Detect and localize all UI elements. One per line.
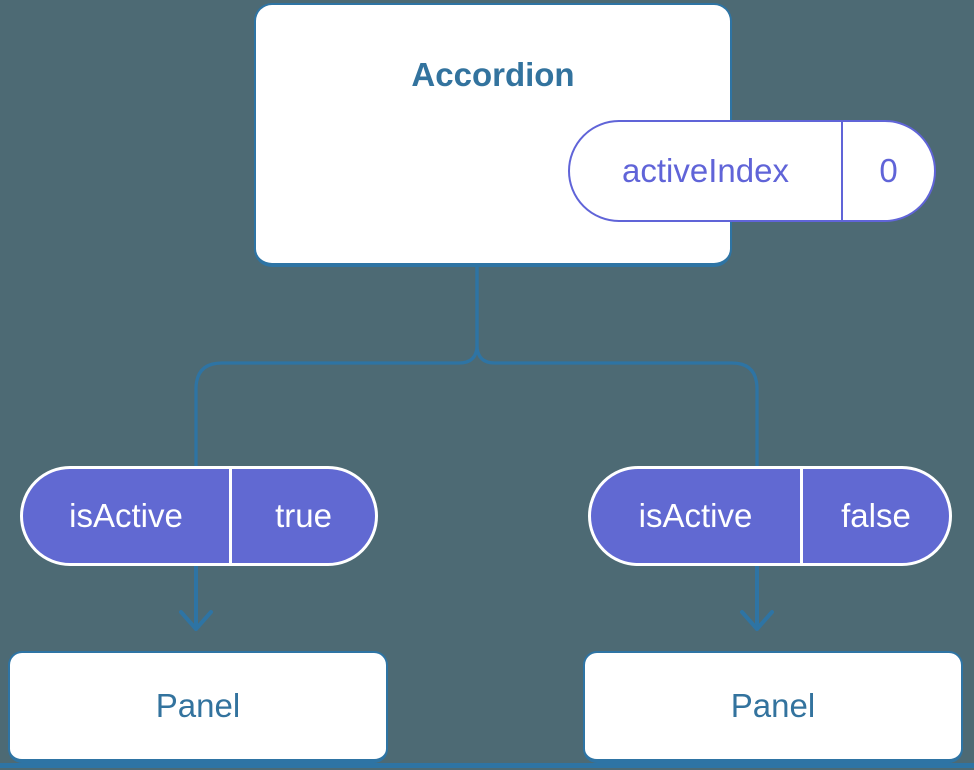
prop-name: isActive xyxy=(591,469,803,563)
panel-label: Panel xyxy=(730,687,816,724)
prop-value: true xyxy=(275,497,332,534)
accordion-title: Accordion xyxy=(411,56,575,93)
state-name: activeIndex xyxy=(570,122,843,220)
prop-value: false xyxy=(841,497,911,534)
panel-card-left: Panel xyxy=(8,651,388,763)
arrow-down-right-icon xyxy=(740,564,774,631)
prop-pill-isactive-false: isActive false xyxy=(588,466,952,566)
prop-pill-isactive-true: isActive true xyxy=(20,466,378,566)
panel-card-right: Panel xyxy=(583,651,963,763)
accordion-card: Accordion activeIndex 0 xyxy=(254,3,936,267)
prop-name: isActive xyxy=(23,469,232,563)
state-value: 0 xyxy=(879,152,898,189)
branch-left-line xyxy=(194,267,479,467)
branch-right-line xyxy=(475,267,759,467)
panel-label: Panel xyxy=(155,687,241,724)
arrow-down-left-icon xyxy=(179,564,213,631)
bottom-divider xyxy=(0,763,974,768)
state-pill-activeindex: activeIndex 0 xyxy=(568,120,936,222)
